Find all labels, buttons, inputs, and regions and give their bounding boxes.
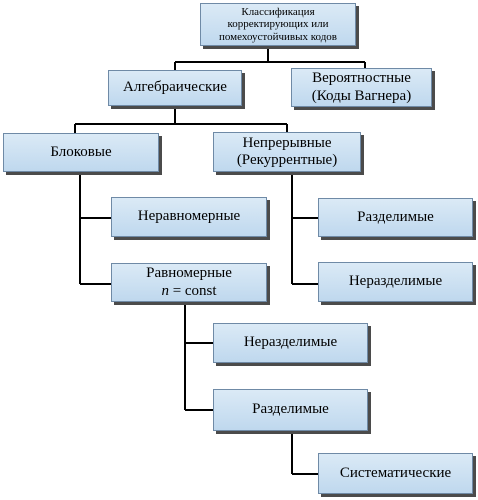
uniform-n: n	[161, 282, 169, 299]
node-continuous-separable: Разделимые	[318, 198, 473, 237]
uniform-nonseparable-label: Неразделимые	[243, 334, 338, 351]
node-root: Классификация корректирующих или помехоу…	[200, 3, 356, 46]
continuous-separable-label: Разделимые	[357, 208, 434, 225]
root-line2: корректирующих или	[227, 18, 329, 31]
root-line1: Классификация	[241, 5, 315, 18]
algebraic-label: Алгебраические	[123, 79, 227, 96]
node-block: Блоковые	[3, 133, 159, 172]
node-nonuniform: Неравномерные	[111, 197, 267, 237]
continuous-line1: Непрерывные	[242, 134, 332, 151]
node-systematic: Систематические	[318, 453, 473, 494]
node-continuous: Непрерывные (Рекуррентные)	[213, 132, 361, 172]
probabilistic-line2: (Коды Вагнера)	[311, 87, 412, 104]
block-label: Блоковые	[50, 143, 112, 160]
root-line3: помехоустойчивых кодов	[219, 30, 337, 43]
nonuniform-label: Неравномерные	[137, 208, 241, 225]
node-uniform-separable: Разделимые	[213, 389, 368, 431]
continuous-nonseparable-label: Неразделимые	[348, 273, 443, 290]
node-continuous-nonseparable: Неразделимые	[318, 262, 473, 302]
node-probabilistic: Вероятностные (Коды Вагнера)	[291, 68, 432, 107]
uniform-eq: = const	[168, 282, 217, 299]
continuous-line2: (Рекуррентные)	[236, 152, 338, 168]
node-algebraic: Алгебраические	[108, 70, 242, 106]
uniform-line1: Равномерные	[146, 265, 232, 282]
node-uniform: Равномерные n = const	[111, 263, 267, 302]
systematic-label: Систематические	[339, 464, 452, 481]
probabilistic-line1: Вероятностные	[312, 70, 411, 87]
uniform-line2: n = const	[161, 283, 216, 300]
node-uniform-nonseparable: Неразделимые	[213, 323, 368, 363]
uniform-separable-label: Разделимые	[252, 401, 329, 418]
